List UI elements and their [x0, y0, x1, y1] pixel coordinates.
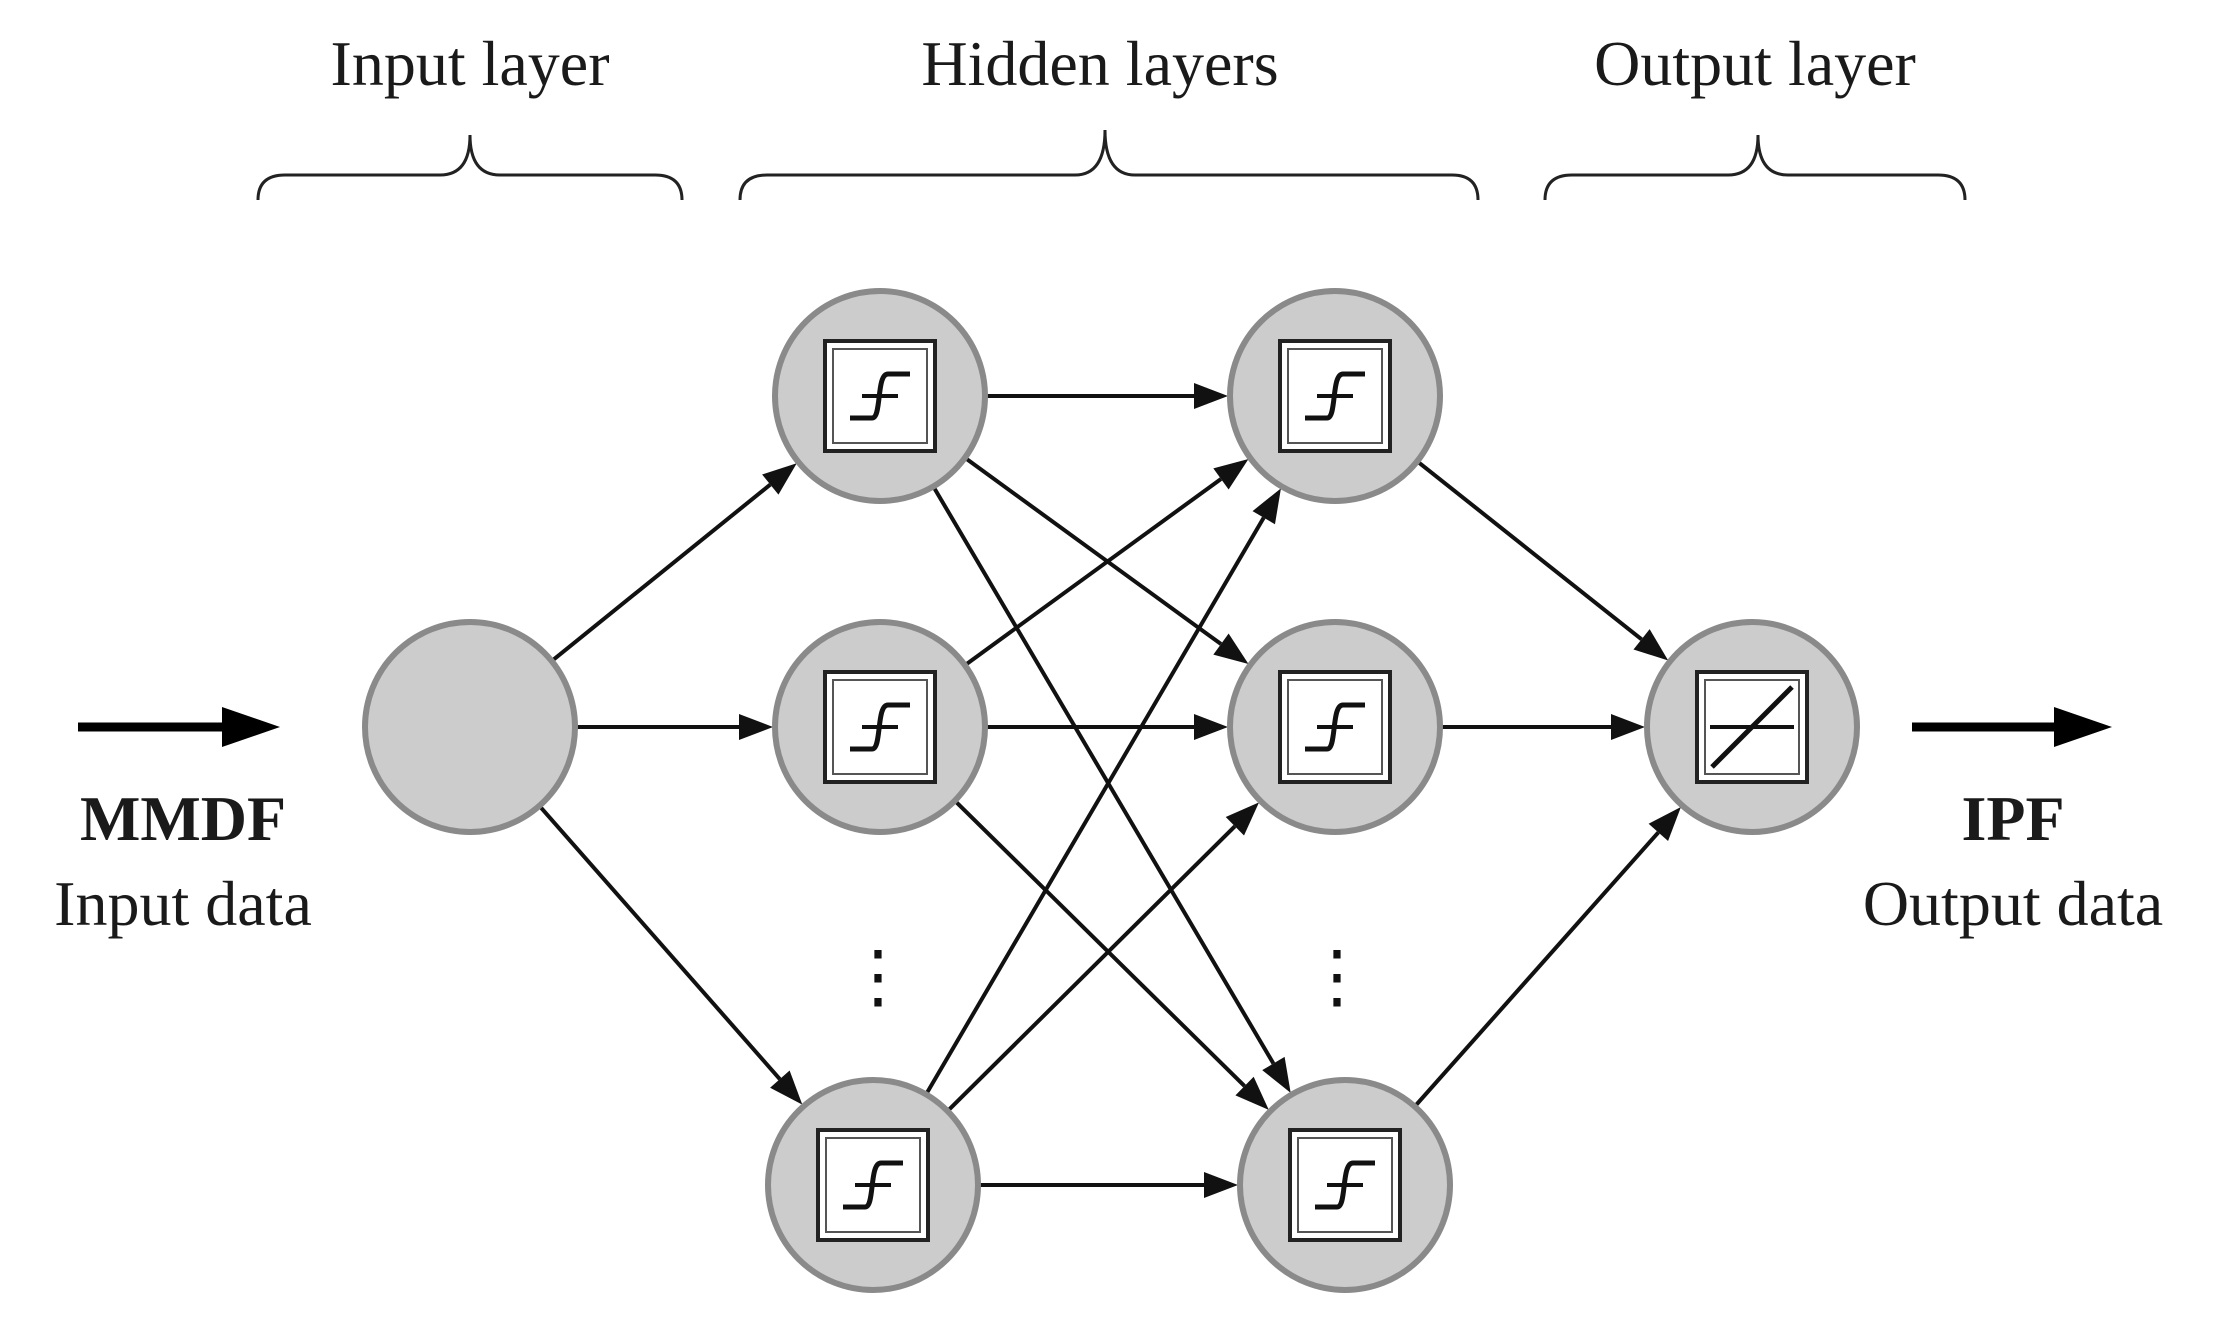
activation-box-inner	[1704, 679, 1800, 775]
activation-box-inner	[1287, 679, 1383, 775]
hidden2-node-top	[1227, 288, 1443, 504]
linear-icon	[1710, 685, 1794, 769]
connections	[537, 383, 1681, 1198]
edge-h2c-to-out0	[1413, 831, 1660, 1108]
arrowhead-h2b-to-out0	[1611, 714, 1645, 740]
arrowhead-h1b-to-h2a	[1213, 458, 1249, 490]
edge-in0-to-h1a	[550, 483, 772, 663]
arrowhead-in0-to-h1a	[762, 463, 797, 495]
arrowhead-h1b-to-h2c	[1235, 1076, 1269, 1110]
output-caption: Output data	[1863, 868, 2163, 939]
edge-h1b-to-h2a	[963, 477, 1223, 667]
arrowhead-h1a-to-h2a	[1194, 383, 1228, 409]
arrowhead-h2a-to-out0	[1633, 629, 1669, 661]
edge-in0-to-h1c	[537, 804, 782, 1081]
output-arrow	[1912, 707, 2112, 747]
arrowhead-h1c-to-h2b	[1225, 802, 1260, 836]
input-layer-brace	[256, 134, 684, 201]
layer-braces	[256, 129, 1967, 201]
sigmoid-icon	[1305, 702, 1365, 752]
hidden1-node-top	[772, 288, 988, 504]
sigmoid-icon	[843, 1160, 903, 1210]
sigmoid-icon	[850, 702, 910, 752]
arrowhead-h2c-to-out0	[1648, 806, 1681, 842]
output-layer-header: Output layer	[1594, 28, 1916, 99]
edge-h1c-to-h2b	[946, 824, 1237, 1113]
hidden-1-ellipsis: ⋮	[843, 935, 913, 1017]
edge-h1c-to-h2a	[924, 516, 1266, 1096]
edge-h2a-to-out0	[1415, 459, 1643, 641]
arrowhead-h1c-to-h2a	[1252, 488, 1281, 525]
input-node	[362, 619, 578, 835]
arrowhead-in0-to-h1b	[739, 714, 773, 740]
arrowhead-h1b-to-h2b	[1194, 714, 1228, 740]
arrowhead-h1c-to-h2c	[1204, 1172, 1238, 1198]
edge-h1b-to-h2c	[953, 799, 1246, 1088]
hidden-2-ellipsis: ⋮	[1302, 935, 1372, 1017]
hidden2-node-bottom	[1237, 1077, 1453, 1293]
activation-box-inner	[832, 679, 928, 775]
arrowhead-h1a-to-h2b	[1213, 633, 1249, 665]
input-name: MMDF	[80, 783, 286, 854]
output-layer-brace	[1543, 134, 1967, 201]
sigmoid-icon	[850, 371, 910, 421]
activation-box-inner	[1297, 1137, 1393, 1233]
output-node	[1644, 619, 1860, 835]
edge-h1a-to-h2c	[931, 485, 1276, 1065]
hidden-layers-brace	[738, 129, 1480, 201]
edge-h1a-to-h2b	[963, 456, 1223, 646]
output-name: IPF	[1961, 783, 2064, 854]
sigmoid-icon	[1305, 371, 1365, 421]
nodes	[362, 288, 1860, 1293]
hidden2-node-middle	[1227, 619, 1443, 835]
arrowhead-in0-to-h1c	[770, 1070, 803, 1105]
hidden1-node-middle	[772, 619, 988, 835]
input-layer-header: Input layer	[331, 28, 610, 99]
activation-box-inner	[825, 1137, 921, 1233]
arrowhead-h1a-to-h2c	[1262, 1056, 1291, 1093]
node-circle	[362, 619, 578, 835]
hidden1-node-bottom	[765, 1077, 981, 1293]
hidden-layers-header: Hidden layers	[921, 28, 1278, 99]
activation-box-inner	[832, 348, 928, 444]
sigmoid-icon	[1315, 1160, 1375, 1210]
input-arrow	[78, 707, 280, 747]
activation-box-inner	[1287, 348, 1383, 444]
input-caption: Input data	[54, 868, 312, 939]
